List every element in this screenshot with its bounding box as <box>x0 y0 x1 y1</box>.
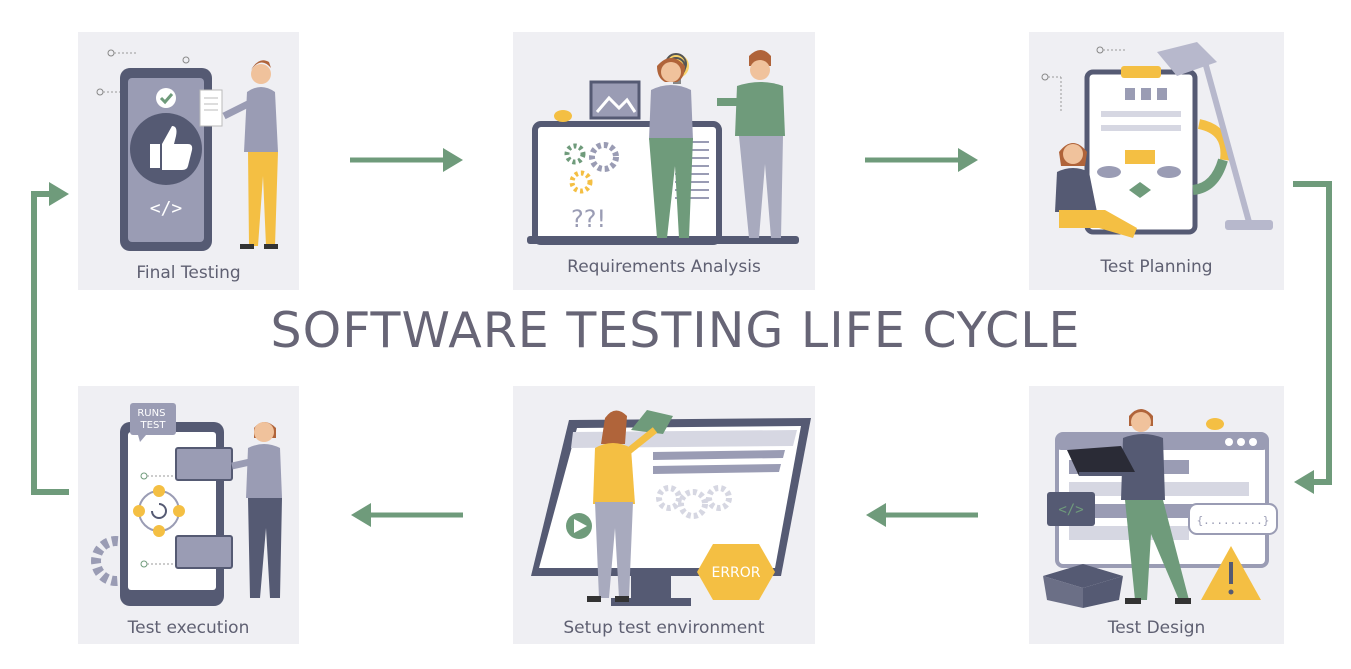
stage-label: Test Design <box>1107 618 1206 638</box>
stage-label: Test Planning <box>1100 257 1213 277</box>
stage-test-design: </> {.........} Test Design <box>1029 386 1284 644</box>
stage-label: Final Testing <box>136 263 241 283</box>
stage-requirements-analysis: ??! <box>513 32 815 290</box>
code-brackets-text: {.........} <box>1197 514 1270 527</box>
setup-test-environment-illustration: ERROR <box>531 410 811 606</box>
arrow-right-2 <box>865 148 978 172</box>
test-design-illustration: </> {.........} <box>1043 409 1278 608</box>
code-tag-text: </> <box>150 198 183 219</box>
requirements-analysis-illustration: ??! <box>527 50 799 245</box>
stage-label: Setup test environment <box>563 618 765 638</box>
diagram-title: SOFTWARE TESTING LIFE CYCLE <box>270 302 1081 359</box>
arrow-left-2 <box>351 503 463 527</box>
stage-label: Requirements Analysis <box>567 257 761 277</box>
runs-test-text: RUNS TEST <box>137 408 168 431</box>
question-marks-text: ??! <box>571 205 606 233</box>
stage-label: Test execution <box>127 618 250 638</box>
runs-test-line-1: RUNS <box>137 408 165 419</box>
error-badge-text: ERROR <box>711 565 760 581</box>
test-execution-illustration: RUNS TEST <box>91 403 282 606</box>
final-testing-illustration: </> <box>96 49 278 251</box>
stage-test-planning: Test Planning <box>1029 32 1284 290</box>
stage-test-execution: RUNS TEST Test execution <box>78 386 299 644</box>
arrow-left-1 <box>866 503 978 527</box>
code-window-text: </> <box>1058 502 1083 518</box>
stage-final-testing: </> Final Testing <box>78 32 299 290</box>
runs-test-line-2: TEST <box>140 420 167 431</box>
arrow-right-1 <box>350 148 463 172</box>
stage-setup-test-environment: ERROR Setup test environment <box>513 386 815 644</box>
test-planning-illustration <box>1041 42 1273 238</box>
